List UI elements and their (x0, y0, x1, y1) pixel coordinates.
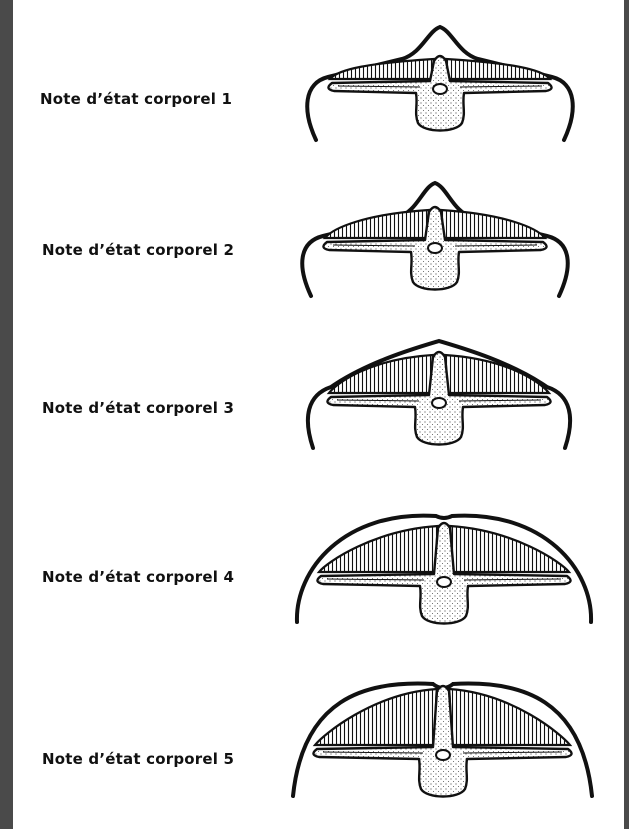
body-condition-label-3: Note d’état corporel 3 (42, 399, 234, 417)
spinal-canal (432, 398, 446, 408)
cross-section-figure-3 (289, 336, 589, 461)
page: Note d’état corporel 1 Note d’état corpo… (13, 0, 624, 829)
muscle-left (315, 689, 437, 745)
body-condition-label-1: Note d’état corporel 1 (40, 90, 232, 108)
muscle-right (441, 210, 545, 238)
spinal-canal (428, 243, 442, 253)
frame-edge (624, 0, 629, 829)
muscle-right (449, 689, 570, 745)
body-condition-label-5: Note d’état corporel 5 (42, 750, 234, 768)
cross-section-figure-4 (279, 500, 609, 630)
vertebra (317, 523, 570, 624)
spinal-canal (437, 577, 451, 587)
spinal-canal (436, 750, 450, 760)
cross-section-figure-5 (275, 668, 610, 803)
cross-section-figure-1 (290, 22, 590, 147)
muscle-left (325, 210, 429, 238)
body-condition-label-2: Note d’état corporel 2 (42, 241, 234, 259)
body-condition-label-4: Note d’état corporel 4 (42, 568, 234, 586)
spinal-canal (433, 84, 447, 94)
cross-section-figure-2 (285, 178, 585, 303)
muscle-right (450, 526, 569, 572)
muscle-left (319, 526, 438, 572)
